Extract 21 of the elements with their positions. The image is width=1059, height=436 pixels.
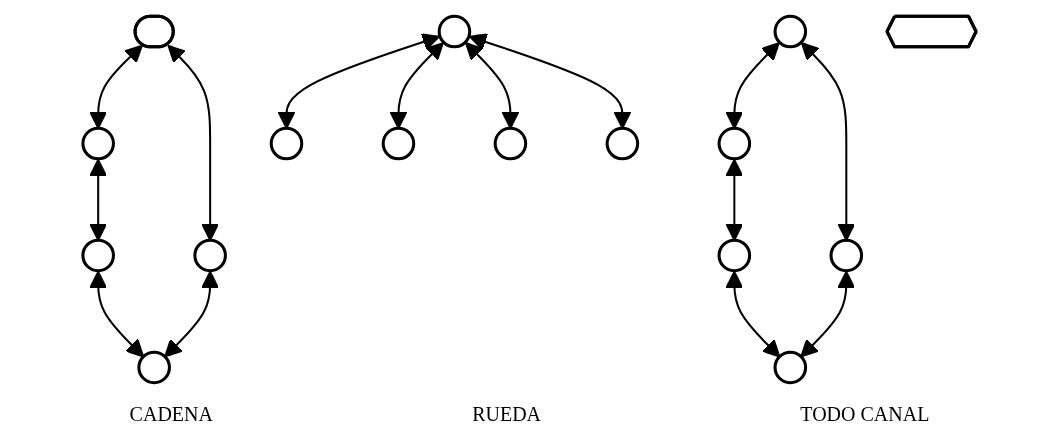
node-circle bbox=[437, 14, 472, 49]
node-circle bbox=[717, 126, 752, 161]
arrow bbox=[164, 270, 220, 358]
node-circle bbox=[829, 238, 864, 273]
node-circle bbox=[605, 126, 640, 161]
node-circle bbox=[137, 350, 171, 385]
node-circle bbox=[193, 238, 227, 273]
node-circle bbox=[773, 14, 808, 49]
node-circle bbox=[81, 126, 115, 161]
diagram-caption: RUEDA bbox=[472, 403, 542, 426]
node-circle bbox=[493, 126, 528, 161]
node-circle bbox=[381, 126, 416, 161]
arrow bbox=[800, 270, 856, 358]
node-circle bbox=[269, 126, 304, 161]
diagram-caption: CADENA bbox=[129, 403, 213, 426]
arrow bbox=[725, 270, 781, 358]
node-circle bbox=[717, 238, 752, 273]
node-circle bbox=[81, 238, 115, 273]
node-circle bbox=[773, 350, 808, 385]
diagram-caption: TODO CANAL bbox=[800, 403, 930, 426]
arrow bbox=[89, 270, 145, 358]
